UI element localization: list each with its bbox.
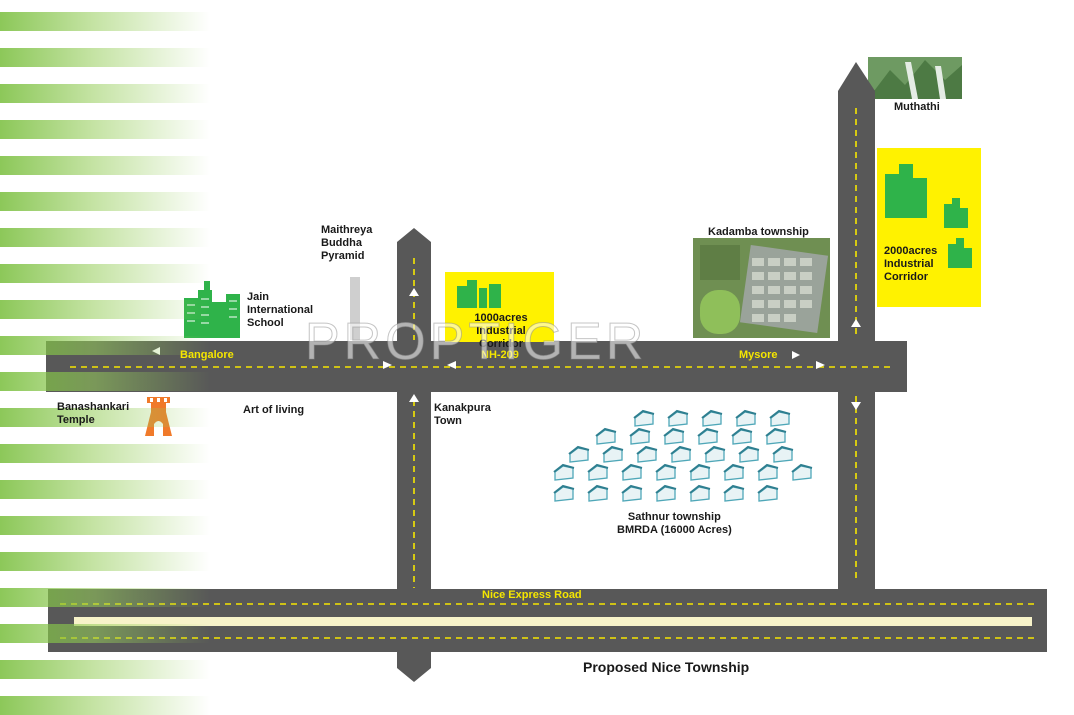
kanakpura-label: Kanakpura Town <box>434 402 491 427</box>
building-cluster-icon <box>944 198 968 228</box>
watermark: PROPTIGER <box>304 313 648 372</box>
building-cluster-icon <box>948 238 972 268</box>
house-icon <box>757 463 779 481</box>
stripe <box>0 408 210 427</box>
stripe <box>0 516 210 535</box>
stripe <box>0 444 210 463</box>
township-aerial-photo <box>693 238 830 338</box>
sathnur-label: Sathnur township BMRDA (16000 Acres) <box>617 511 732 536</box>
house-icon <box>629 427 651 445</box>
house-icon <box>701 409 723 427</box>
stripe <box>0 336 210 355</box>
house-icon <box>553 463 575 481</box>
house-icon <box>731 427 753 445</box>
house-icon <box>735 409 757 427</box>
house-icon <box>667 409 689 427</box>
pyramid-marker <box>350 277 360 340</box>
stripe <box>0 156 210 175</box>
sathnur-houses <box>553 409 813 502</box>
stripe <box>0 588 210 607</box>
stripe <box>0 120 210 139</box>
house-icon <box>689 463 711 481</box>
stripe <box>0 192 210 211</box>
muthathi-label: Muthathi <box>894 101 940 113</box>
mysore-road-label: Mysore <box>739 349 778 361</box>
stripe <box>0 552 210 571</box>
house-icon <box>769 409 791 427</box>
maithreya-label: Maithreya Buddha Pyramid <box>321 224 373 262</box>
house-icon <box>791 463 813 481</box>
house-icon <box>697 427 719 445</box>
house-icon <box>636 445 658 463</box>
house-icon <box>655 484 677 502</box>
house-icon <box>621 463 643 481</box>
stripe <box>0 372 210 391</box>
stripe <box>0 696 210 715</box>
muthathi-road <box>838 62 875 589</box>
house-icon <box>655 463 677 481</box>
corridor-1000-label: 1000acres Industrial Corridor <box>474 312 528 350</box>
house-icon <box>723 463 745 481</box>
house-icon <box>621 484 643 502</box>
house-icon <box>704 445 726 463</box>
stripe <box>0 228 210 247</box>
jain-school-label: Jain International School <box>247 291 314 329</box>
house-icon <box>568 445 590 463</box>
nice-express-road-label: Nice Express Road <box>482 589 582 601</box>
stripe <box>0 660 210 679</box>
house-icon <box>553 484 575 502</box>
stripe <box>0 264 210 283</box>
house-icon <box>689 484 711 502</box>
house-icon <box>723 484 745 502</box>
house-icon <box>738 445 760 463</box>
stripe <box>0 12 210 31</box>
house-icon <box>633 409 655 427</box>
building-cluster-icon <box>457 280 501 308</box>
house-icon <box>595 427 617 445</box>
house-icon <box>765 427 787 445</box>
waterfall-photo <box>868 57 962 99</box>
kadamba-label: Kadamba township <box>708 226 809 238</box>
house-icon <box>663 427 685 445</box>
building-cluster-icon <box>885 164 927 218</box>
house-icon <box>757 484 779 502</box>
stripe <box>0 480 210 499</box>
house-icon <box>772 445 794 463</box>
house-icon <box>670 445 692 463</box>
banashankari-label: Banashankari Temple <box>57 401 130 426</box>
art-of-living-label: Art of living <box>243 404 305 416</box>
house-icon <box>602 445 624 463</box>
bangalore-road-label: Bangalore <box>180 349 234 361</box>
house-icon <box>587 463 609 481</box>
nh209-road-label: NH-209 <box>481 349 519 361</box>
stripe <box>0 48 210 67</box>
stripe <box>0 84 210 103</box>
page-title: Proposed Nice Township <box>583 659 750 675</box>
nice-express-road <box>48 589 1047 652</box>
house-icon <box>587 484 609 502</box>
stripe <box>0 300 210 319</box>
corridor-2000-label: 2000acres Industrial Corridor <box>884 245 938 283</box>
stripe <box>0 624 210 643</box>
